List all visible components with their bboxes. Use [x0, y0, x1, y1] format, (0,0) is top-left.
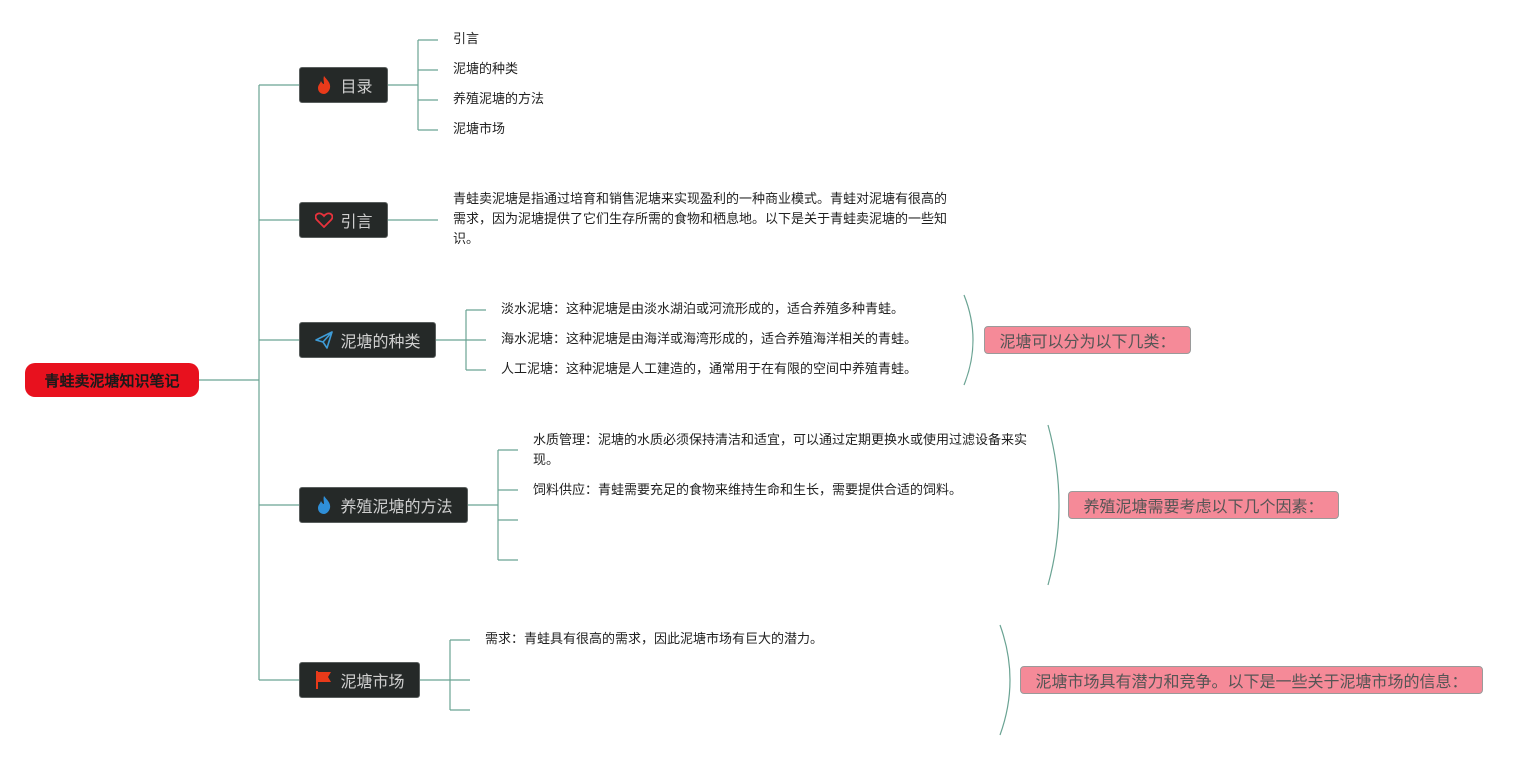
- root-title: 青蛙卖泥塘知识笔记: [44, 371, 180, 390]
- toc-item[interactable]: 泥塘市场: [453, 122, 506, 137]
- branch-label: 目录: [340, 77, 373, 96]
- branch-label: 引言: [340, 212, 373, 231]
- methods-item[interactable]: 水质管理：泥塘的水质必须保持清洁和适宜，可以通过定期更换水或使用过滤设备来实现。: [533, 433, 1028, 468]
- methods-item[interactable]: 饲料供应：青蛙需要充足的食物来维持生命和生长，需要提供合适的饲料。: [533, 483, 963, 498]
- branch-label: 养殖泥塘的方法: [340, 497, 453, 516]
- paper-plane-icon: [314, 330, 334, 350]
- types-item[interactable]: 淡水泥塘：这种泥塘是由淡水湖泊或河流形成的，适合养殖多种青蛙。: [501, 302, 905, 317]
- flame-blue-icon: [314, 495, 334, 515]
- summary-text: 养殖泥塘需要考虑以下几个因素：: [1083, 497, 1324, 516]
- branch-label: 泥塘的种类: [340, 332, 421, 351]
- branch-market[interactable]: 泥塘市场: [299, 662, 420, 698]
- toc-item[interactable]: 泥塘的种类: [453, 62, 519, 77]
- summary-text: 泥塘市场具有潜力和竞争。以下是一些关于泥塘市场的信息：: [1035, 672, 1468, 691]
- summary-text: 泥塘可以分为以下几类：: [999, 332, 1176, 351]
- branch-methods[interactable]: 养殖泥塘的方法: [299, 487, 468, 523]
- branch-label: 泥塘市场: [340, 672, 405, 691]
- market-summary[interactable]: 泥塘市场具有潜力和竞争。以下是一些关于泥塘市场的信息：: [1020, 666, 1483, 694]
- toc-item[interactable]: 引言: [453, 32, 480, 47]
- types-item[interactable]: 人工泥塘：这种泥塘是人工建造的，通常用于在有限的空间中养殖青蛙。: [501, 362, 918, 377]
- market-item[interactable]: 需求：青蛙具有很高的需求，因此泥塘市场有巨大的潜力。: [485, 632, 824, 647]
- toc-item[interactable]: 养殖泥塘的方法: [453, 92, 545, 107]
- methods-summary[interactable]: 养殖泥塘需要考虑以下几个因素：: [1068, 491, 1339, 519]
- intro-text[interactable]: 青蛙卖泥塘是指通过培育和销售泥塘来实现盈利的一种商业模式。青蛙对泥塘有很高的需求…: [453, 192, 948, 247]
- heart-icon: [314, 210, 334, 230]
- fire-icon: [314, 75, 334, 95]
- branch-toc[interactable]: 目录: [299, 67, 388, 103]
- types-summary[interactable]: 泥塘可以分为以下几类：: [984, 326, 1191, 354]
- types-item[interactable]: 海水泥塘：这种泥塘是由海洋或海湾形成的，适合养殖海洋相关的青蛙。: [501, 332, 918, 347]
- root-topic[interactable]: 青蛙卖泥塘知识笔记: [25, 363, 199, 397]
- flag-icon: [314, 670, 334, 690]
- branch-intro[interactable]: 引言: [299, 202, 388, 238]
- branch-types[interactable]: 泥塘的种类: [299, 322, 436, 358]
